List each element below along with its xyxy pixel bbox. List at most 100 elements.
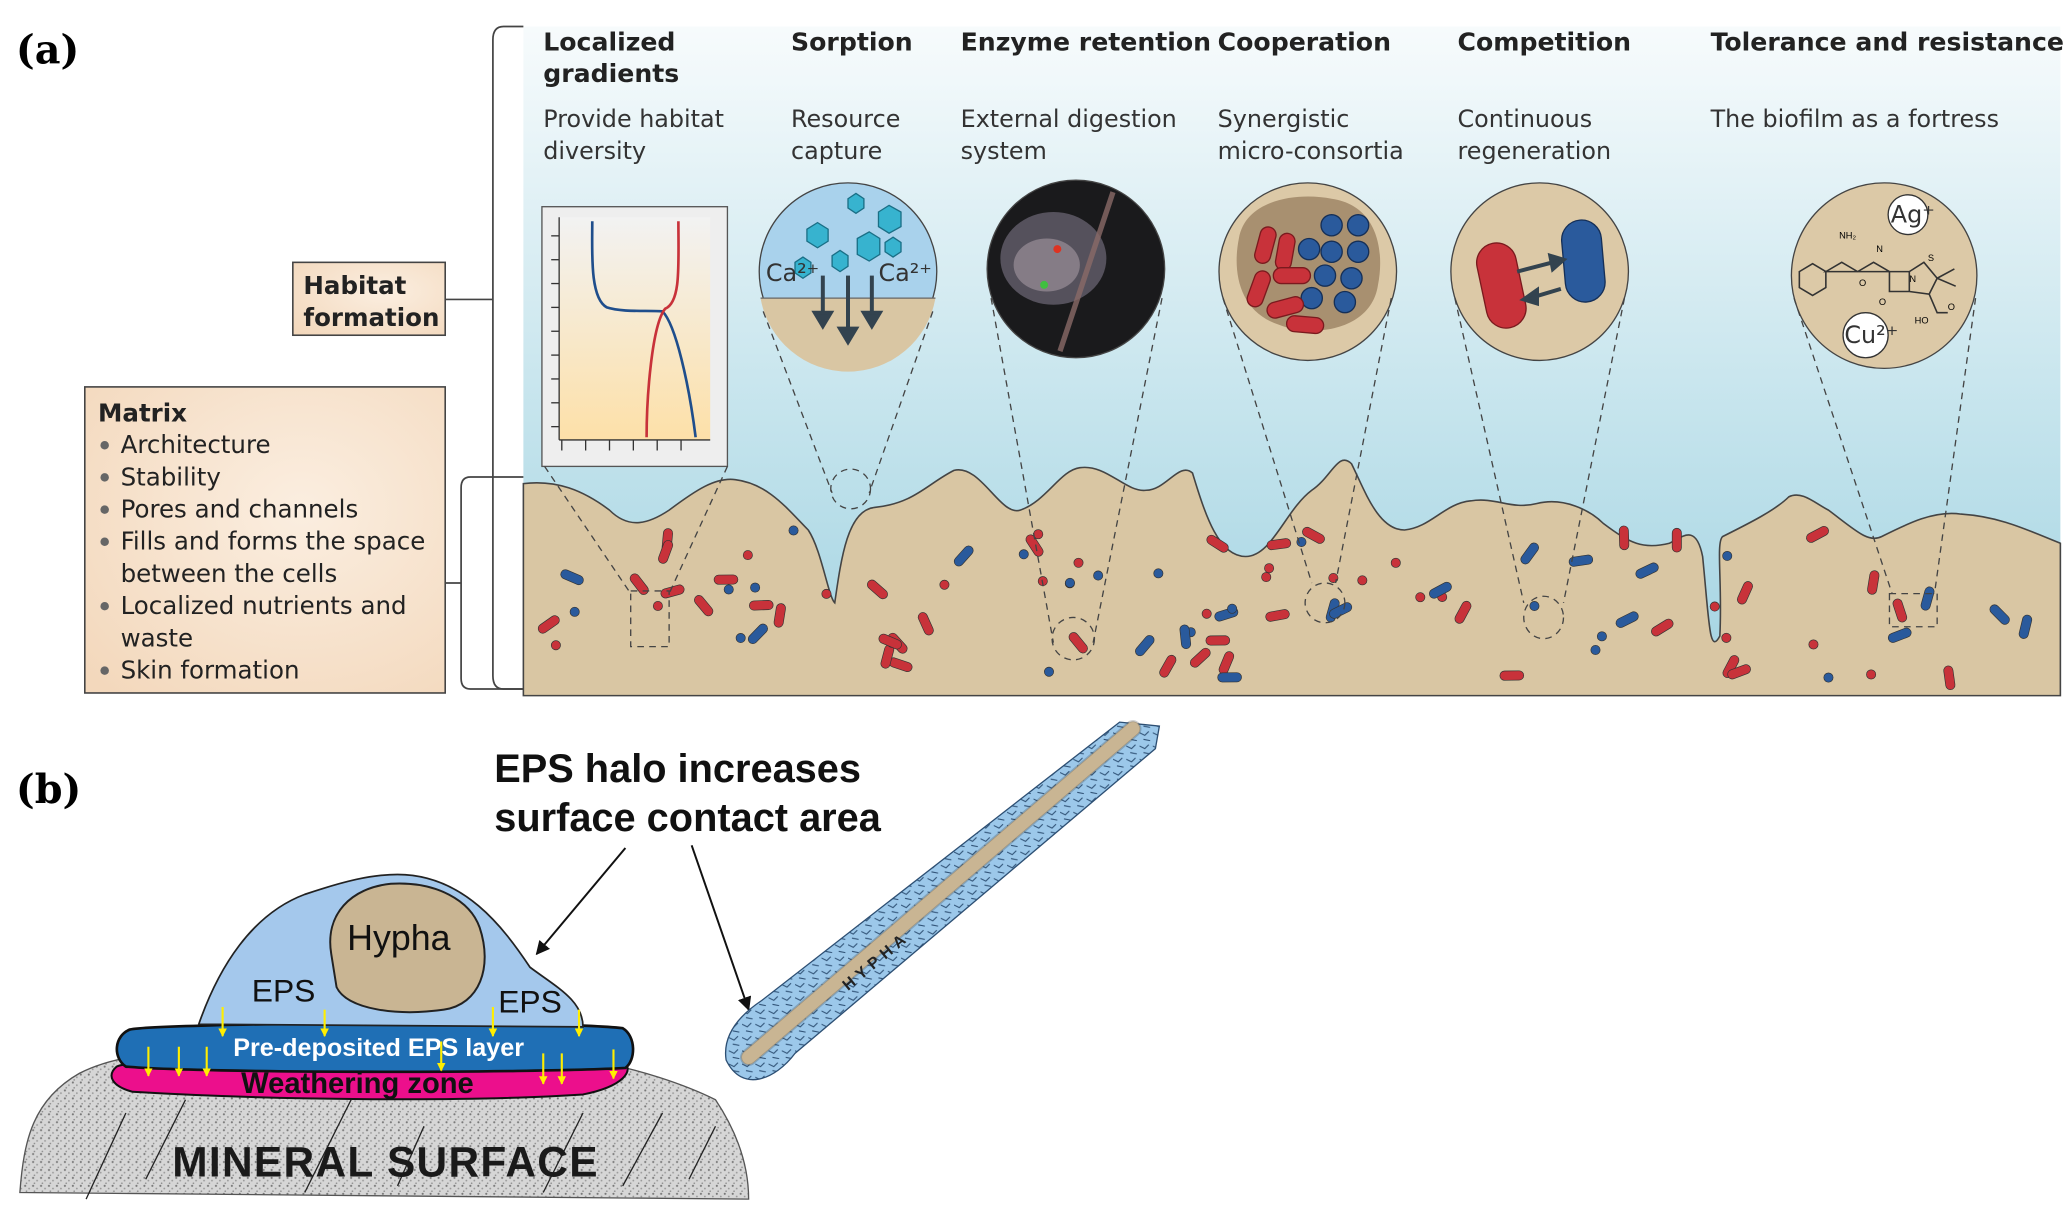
svg-text:NH₂: NH₂	[1839, 231, 1856, 241]
bullet-icon	[100, 601, 109, 611]
coccus-cell	[1415, 592, 1426, 603]
rod-cell	[1246, 270, 1271, 308]
column-subtitle: Synergistic	[1218, 105, 1350, 133]
coccus-cell	[1073, 557, 1084, 568]
rod-cell	[747, 623, 768, 645]
matrix-item: Pores and channels	[121, 495, 359, 524]
coccus-cell	[1333, 290, 1357, 314]
coccus-cell	[1357, 575, 1368, 586]
rod-cell	[1989, 604, 2010, 625]
calcium-ion-left: Ca²⁺	[766, 259, 819, 287]
column-subtitle: Continuous	[1457, 105, 1592, 133]
bullet-icon	[100, 537, 109, 547]
rod-cell	[1568, 554, 1594, 567]
svg-text:O: O	[1859, 278, 1866, 288]
hypha-label: Hypha	[347, 918, 450, 958]
bullet-icon	[100, 505, 109, 514]
habitat-formation-box: Habitat formation	[292, 261, 446, 337]
rod-cell	[749, 600, 774, 611]
rod-cell	[1943, 665, 1956, 690]
rod-cell	[1206, 534, 1229, 553]
rod-cell	[917, 612, 934, 636]
enzyme-retention-inset	[986, 179, 1166, 661]
coccus-cell	[723, 584, 734, 595]
svg-text:S: S	[1928, 253, 1934, 263]
rod-cell	[1520, 542, 1539, 565]
rod-cell	[1887, 627, 1912, 643]
coccus-cell	[1044, 666, 1054, 677]
coccus-cell	[1065, 577, 1075, 588]
rod-cell	[1266, 538, 1292, 551]
coccus-cell	[788, 525, 799, 536]
biofilm-matrix	[522, 459, 2062, 697]
habitat-bracket	[492, 25, 524, 690]
pointer-arrow-hypha	[690, 845, 752, 1011]
rod-cell	[1920, 586, 1935, 611]
panel-b-title-line2: surface contact area	[494, 796, 882, 840]
rod-cell	[560, 569, 584, 586]
competition-inset	[1450, 182, 1630, 640]
coccus-cell	[1227, 603, 1238, 614]
rod-cell	[1499, 670, 1525, 681]
coccus-cell	[1018, 549, 1029, 560]
coccus-cell	[1866, 669, 1877, 680]
coccus-cell	[1313, 264, 1337, 287]
rod-cell	[1671, 527, 1682, 553]
rod-cell	[537, 615, 560, 634]
bullet-icon	[100, 666, 109, 675]
red-gradient-curve	[645, 221, 680, 438]
svg-text:Habitat: Habitat	[303, 271, 406, 300]
bullet-icon	[100, 440, 109, 450]
column-subtitle: micro-consortia	[1218, 137, 1404, 165]
blue-gradient-curve	[590, 221, 697, 438]
column-heading: gradients	[543, 59, 679, 88]
matrix-item: Localized nutrients and	[121, 591, 407, 620]
column-heading: Tolerance and resistance	[1711, 27, 2064, 56]
eps-label-right: EPS	[498, 983, 562, 1019]
coccus-cell	[1346, 213, 1370, 237]
coccus-cell	[821, 588, 832, 599]
matrix-item: waste	[121, 623, 194, 652]
rod-cell	[1892, 598, 1908, 623]
rod-cell	[1217, 672, 1242, 683]
rod-cell	[1429, 581, 1452, 599]
pre-deposited-label: Pre-deposited EPS layer	[233, 1034, 524, 1062]
weathering-zone-label: Weathering zone	[241, 1068, 474, 1100]
rod-cell	[1285, 315, 1325, 335]
coccus-cell	[1261, 572, 1272, 583]
gradient-graph-inset	[541, 206, 729, 648]
rod-cell	[1618, 525, 1630, 551]
rod-cell	[1254, 226, 1277, 264]
svg-text:formation: formation	[303, 303, 439, 332]
coccus-cell	[1808, 639, 1819, 650]
coccus-cell	[1264, 563, 1275, 574]
rod-cell	[1727, 664, 1751, 680]
yellow-arrows	[144, 1007, 618, 1085]
coccus-cell	[1346, 240, 1370, 264]
rod-cell	[1265, 609, 1290, 622]
rod-cell	[629, 573, 649, 595]
cooperation-inset	[1218, 182, 1398, 624]
hypha-cross-section	[329, 882, 486, 1014]
tolerance-inset: NH₂ N S N O O HO O Ag⁺ Cu²⁺	[1790, 182, 1978, 628]
coccus-cell	[1093, 570, 1104, 581]
column-subtitle: capture	[791, 137, 882, 165]
svg-text:O: O	[1879, 297, 1886, 307]
panel-b-label: (b)	[16, 767, 81, 813]
svg-text:HO: HO	[1915, 315, 1929, 325]
coccus-cell	[1596, 631, 1607, 642]
coccus-cell	[1823, 672, 1834, 683]
rod-cell	[1135, 635, 1155, 657]
coccus-cell	[1529, 601, 1540, 611]
rod-cell	[1454, 600, 1472, 624]
column-heading: Cooperation	[1218, 27, 1391, 56]
calcium-ion-right: Ca²⁺	[878, 259, 931, 287]
rod-cell	[1737, 581, 1753, 605]
column-subtitle: The biofilm as a fortress	[1710, 105, 1999, 133]
coccus-cell	[750, 582, 761, 593]
coccus-cell	[569, 606, 580, 617]
